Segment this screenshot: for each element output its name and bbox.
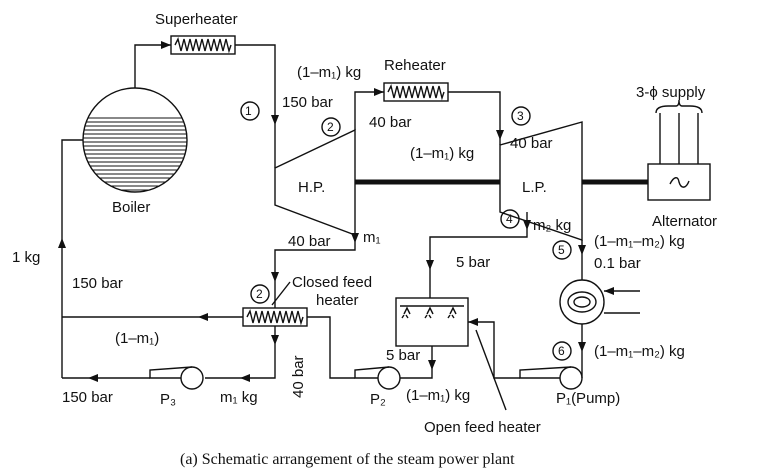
state-4-marker <box>500 209 520 229</box>
boiler-label: Boiler <box>112 199 150 216</box>
state-6-marker <box>552 341 572 361</box>
supply-label: 3-ϕ supply <box>636 84 706 101</box>
closed-feed-heater <box>242 307 308 327</box>
pipe-closed-heater-p3 <box>205 326 276 379</box>
pipe-p2-closed-heater <box>307 316 355 379</box>
state-2a-label: 2 <box>327 120 334 134</box>
pipe-p1-open-heater <box>468 321 520 379</box>
state-1-marker <box>240 101 260 121</box>
state-2a-marker <box>321 117 341 137</box>
closed-feed-label-1: Closed feed <box>292 274 372 291</box>
state-6-label: 6 <box>558 344 565 358</box>
pipe-boiler-superheater <box>134 44 171 88</box>
pressure-5-out: 5 bar <box>386 347 420 364</box>
lp-label: L.P. <box>522 179 547 196</box>
p3-label: P₃ <box>160 391 176 408</box>
mass-m2-kg: m₂ kg <box>533 217 571 234</box>
boiler <box>82 87 188 193</box>
mass-m1-kg: m₁ kg <box>220 389 258 406</box>
mass-m1-bleed: m₁ <box>363 229 381 246</box>
alternator-symbol <box>669 177 690 188</box>
state-2b-marker <box>250 284 270 304</box>
mass-1-m1-m2-bottom: (1–m₁–m₂) kg <box>594 343 685 360</box>
pressure-150-left: 150 bar <box>72 275 123 292</box>
pipe-reheater-lp <box>448 91 501 145</box>
pump-p1 <box>519 366 583 390</box>
reheater <box>383 82 449 102</box>
pipe-superheater-hp <box>235 44 276 168</box>
mass-1-m1-lp: (1–m₁) kg <box>410 145 474 162</box>
state-3-label: 3 <box>517 109 524 123</box>
superheater-label: Superheater <box>155 11 238 28</box>
condenser <box>559 279 640 325</box>
alternator-label: Alternator <box>652 213 717 230</box>
state-4-label: 4 <box>506 212 513 226</box>
pipe-open-heater-p2 <box>400 346 433 379</box>
p1-label: P₁(Pump) <box>556 390 620 407</box>
state-3-marker <box>511 106 531 126</box>
reheater-label: Reheater <box>384 57 446 74</box>
mass-1-m1-top: (1–m₁) kg <box>297 64 361 81</box>
state-5-label: 5 <box>558 243 565 257</box>
pump-p3 <box>149 366 204 390</box>
closed-feed-label-2: heater <box>316 292 359 309</box>
open-feed-heater <box>395 297 469 347</box>
mass-one-kg: 1 kg <box>12 249 40 266</box>
pressure-5-bleed: 5 bar <box>456 254 490 271</box>
mass-1-m1-left: (1–m₁) <box>115 330 159 347</box>
superheater <box>170 35 236 55</box>
supply-brace <box>655 99 703 114</box>
pressure-150-bottom: 150 bar <box>62 389 113 406</box>
pressure-40-reheater-out: 40 bar <box>510 135 553 152</box>
pressure-150-top: 150 bar <box>282 94 333 111</box>
state-2b-label: 2 <box>256 287 263 301</box>
open-feed-label: Open feed heater <box>424 419 541 436</box>
state-1-label: 1 <box>245 104 252 118</box>
mass-1-m1-bottom: (1–m₁) kg <box>406 387 470 404</box>
pressure-40-vertical: 40 bar <box>290 355 307 398</box>
p2-label: P₂ <box>370 391 386 408</box>
pressure-40-bleed: 40 bar <box>288 233 331 250</box>
pressure-40-reheater-in: 40 bar <box>369 114 412 131</box>
pump-p2 <box>354 366 401 390</box>
pressure-01: 0.1 bar <box>594 255 641 272</box>
mass-1-m1-m2-top: (1–m₁–m₂) kg <box>594 233 685 250</box>
hp-label: H.P. <box>298 179 325 196</box>
state-5-marker <box>552 240 572 260</box>
pipe-return-boiler <box>61 139 83 378</box>
figure-caption: (a) Schematic arrangement of the steam p… <box>180 451 515 468</box>
